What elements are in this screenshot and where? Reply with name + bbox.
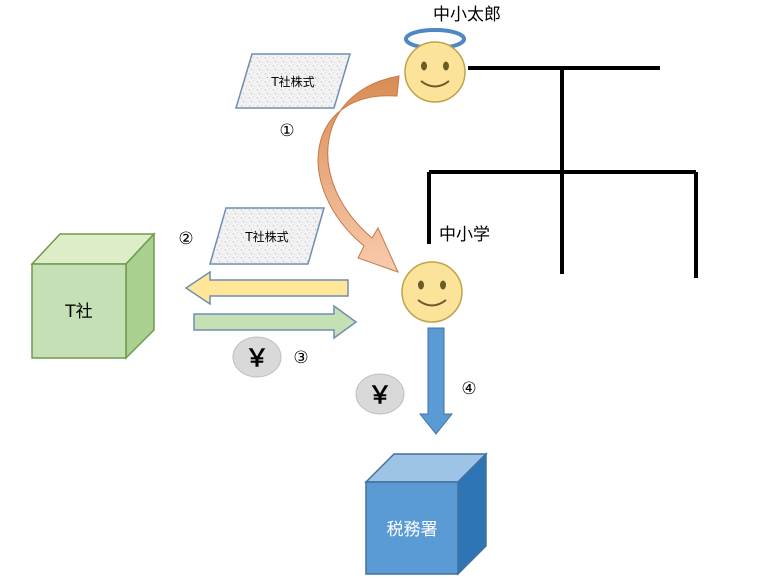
step-one-label: ① bbox=[279, 121, 294, 141]
grandchild-face-icon bbox=[401, 261, 463, 323]
family-tree-lines bbox=[427, 66, 698, 278]
grandchild-label: 中小学 bbox=[439, 225, 490, 245]
tax-office-label: 税務署 bbox=[387, 520, 438, 540]
step-three-label: ③ bbox=[293, 348, 308, 368]
tax-payment-arrow bbox=[418, 327, 454, 435]
yen-coin-right: ￥ bbox=[355, 373, 405, 415]
grandfather-face-icon bbox=[404, 28, 466, 103]
company-label: T社 bbox=[64, 302, 92, 322]
inheritance-curved-arrow bbox=[317, 75, 400, 273]
share-certificate-top-label: T社株式 bbox=[270, 74, 314, 89]
cash-to-grandchild-arrow bbox=[193, 304, 358, 340]
company-box: T社 bbox=[30, 232, 156, 360]
shares-to-company-arrow bbox=[184, 270, 349, 306]
tax-office-box: 税務署 bbox=[364, 452, 488, 576]
step-two-label: ② bbox=[178, 229, 193, 249]
share-certificate-middle: T社株式 bbox=[209, 207, 325, 265]
step-four-label: ④ bbox=[461, 379, 476, 399]
yen-coin-left: ￥ bbox=[232, 336, 282, 378]
share-certificate-middle-label: T社株式 bbox=[244, 229, 288, 244]
yen-coin-left-label: ￥ bbox=[245, 344, 269, 372]
grandfather-label: 中小太郎 bbox=[433, 5, 501, 25]
share-certificate-top: T社株式 bbox=[234, 53, 352, 109]
yen-coin-right-label: ￥ bbox=[368, 381, 392, 409]
